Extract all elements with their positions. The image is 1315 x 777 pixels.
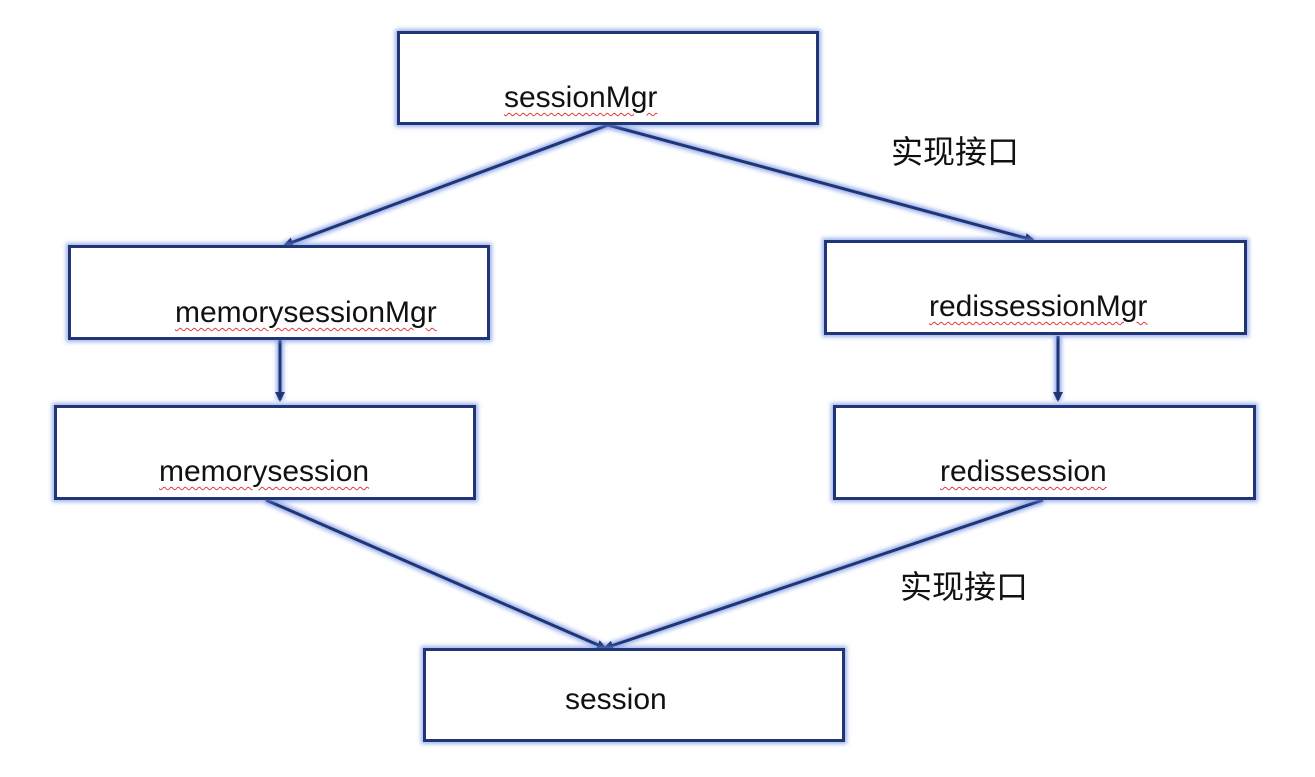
arrow-memorysession-to-session: [265, 498, 607, 650]
node-redissessionmgr: redissessionMgr: [824, 240, 1247, 335]
arrow-sessionmgr-to-memorysessionmgr: [283, 123, 609, 247]
node-redissessionmgr-label: redissessionMgr: [929, 290, 1148, 323]
node-sessionmgr: sessionMgr: [397, 31, 819, 125]
node-memorysession: memorysession: [54, 405, 476, 500]
node-session: session: [423, 648, 845, 742]
annotation-implements-interface-top: 实现接口: [891, 133, 1020, 171]
node-sessionmgr-label: sessionMgr: [504, 81, 658, 114]
node-memorysessionmgr-label: memorysessionMgr: [175, 296, 437, 329]
node-memorysession-label: memorysession: [159, 455, 370, 488]
node-redissession-label: redissession: [940, 455, 1107, 488]
node-memorysessionmgr: memorysessionMgr: [68, 245, 490, 340]
annotation-implements-interface-bottom: 实现接口: [900, 568, 1029, 606]
arrow-redissession-to-session: [603, 498, 1044, 651]
arrow-sessionmgr-to-redissessionmgr: [607, 123, 1035, 243]
node-session-label: session: [565, 683, 667, 716]
node-redissession: redissession: [833, 405, 1256, 500]
